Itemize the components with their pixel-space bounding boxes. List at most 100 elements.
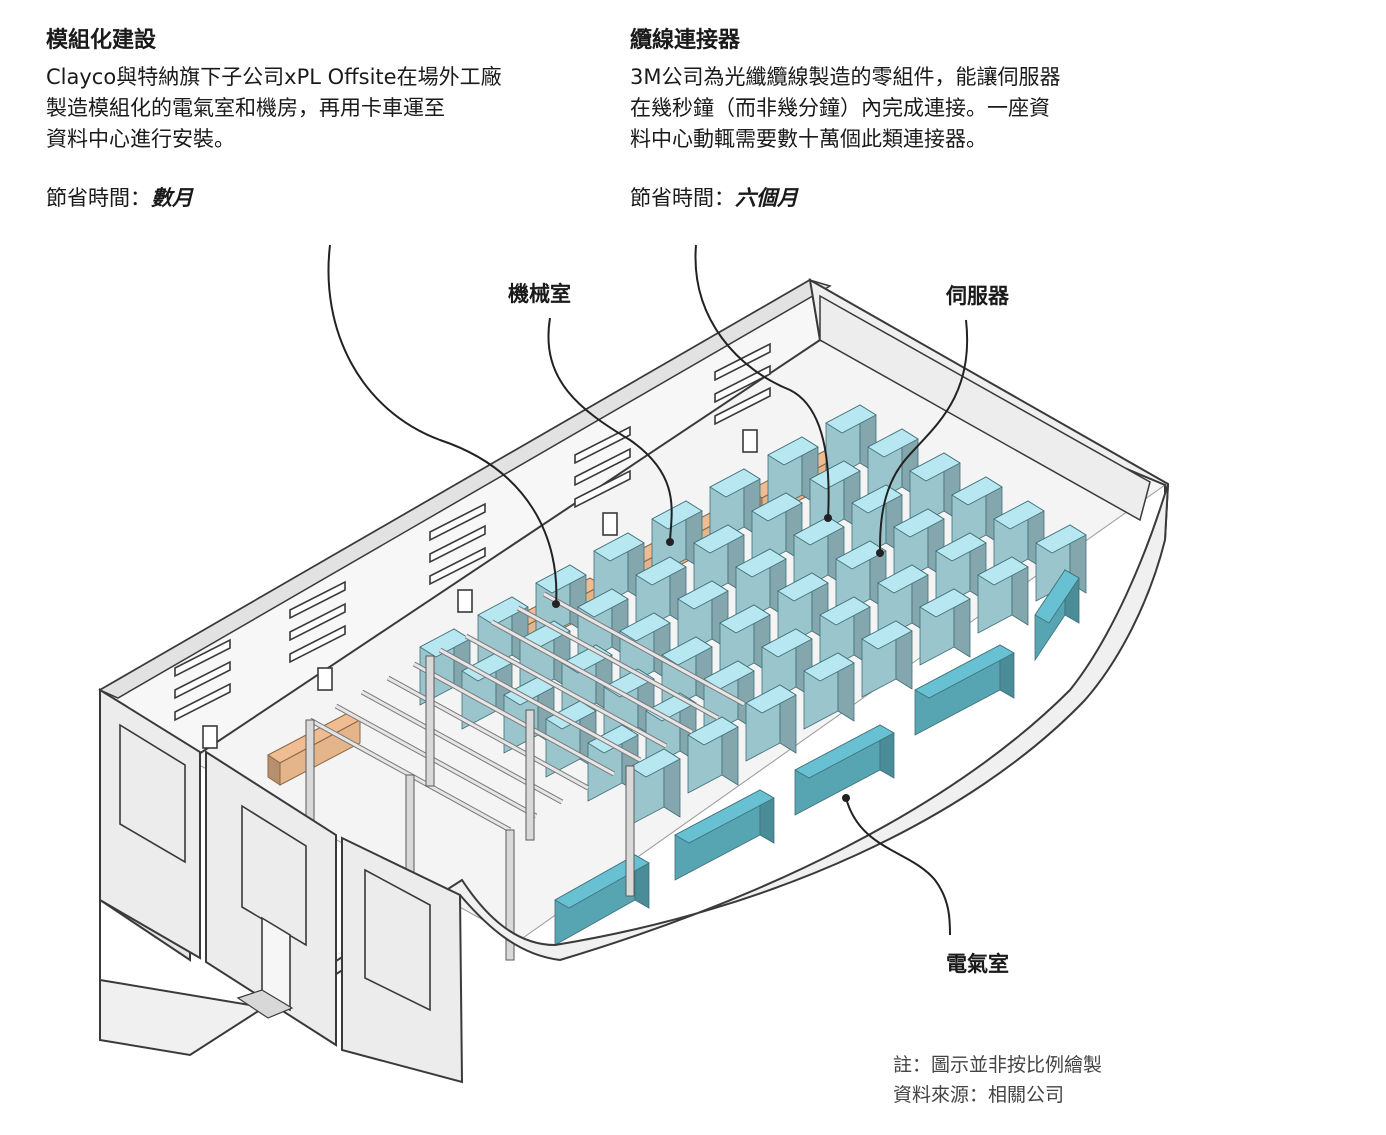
server-rack-r6-c2	[687, 716, 739, 794]
tray-bar-9-face	[517, 606, 719, 720]
server-rack-r2-c3-top	[577, 588, 629, 618]
vent-2-opening	[317, 667, 333, 691]
modular-construction-line-3: 資料中心進行安裝。	[46, 127, 235, 151]
vent-5-opening	[742, 429, 758, 453]
modular-construction-line-2: 製造模組化的電氣室和機房，再用卡車運至	[46, 96, 445, 120]
frame-post-4	[425, 655, 435, 787]
vent-4-slat-3	[574, 469, 631, 509]
electrical-room-4	[914, 644, 1015, 736]
server-rack-r1-c3-top	[535, 564, 587, 594]
cable-connector-line-1: 3M公司為光纖纜線製造的零組件，能讓伺服器	[630, 65, 1061, 89]
server-rack-r2-c8-top	[867, 428, 919, 458]
server-rack-r4-c1-top	[545, 700, 597, 730]
cable-tray-framework	[305, 591, 746, 961]
server-rack-r6-c8-top	[1035, 524, 1087, 554]
server-rack-r4-c7-top	[893, 508, 945, 538]
connector-time-saved: 節省時間：六個月	[630, 183, 798, 213]
vent-1-slat-2	[174, 660, 231, 700]
server-rack-r6-c5-top	[861, 620, 913, 650]
server-rack-r6-c4	[803, 652, 855, 730]
server-rack-r4-c4-top	[719, 604, 771, 634]
vent-3-slat-1	[429, 502, 486, 542]
door-step	[236, 989, 294, 1019]
vent-4-slat-2	[574, 447, 631, 487]
wall-vents	[174, 342, 771, 749]
vent-1-opening	[202, 725, 218, 749]
tray-bar-10-face	[543, 592, 745, 706]
tray-bar-6-face	[439, 648, 641, 762]
modular-time-saved-value: 數月	[151, 186, 193, 210]
tray-bar-4-face	[387, 676, 589, 790]
front-panel-1	[99, 688, 201, 960]
vent-3-opening	[457, 589, 473, 613]
vent-4-slat-1	[574, 425, 631, 465]
front-panel-2	[205, 750, 337, 1047]
dot-mechanical-2	[666, 538, 674, 546]
front-panel-3	[341, 836, 464, 1084]
vent-4-opening	[602, 512, 618, 536]
cable-connector-block: 纜線連接器 3M公司為光纖纜線製造的零組件，能讓伺服器 在幾秒鐘（而非幾分鐘）內…	[630, 26, 1190, 155]
server-rack-r5-c6-top	[877, 564, 929, 594]
electrical-room-2-top	[674, 789, 775, 844]
leader-dots	[552, 514, 884, 802]
modular-construction-line-1: Clayco與特納旗下子公司xPL Offsite在場外工廠	[46, 65, 502, 89]
electrical-room-4-top	[914, 644, 1015, 699]
server-rack-r1-c5-top	[651, 500, 703, 530]
server-rack-r4-c5-top	[777, 572, 829, 602]
dot-mechanical-1	[552, 600, 560, 608]
server-rack-r5-c4	[761, 628, 813, 706]
front-door	[261, 916, 291, 1012]
callout-servers: 伺服器	[946, 284, 1009, 308]
modular-construction-block: 模組化建設 Clayco與特納旗下子公司xPL Offsite在場外工廠 製造模…	[46, 26, 606, 155]
server-rack-r5-c7-top	[935, 532, 987, 562]
server-rack-r4-c5	[777, 572, 829, 650]
tray-bar-8-face	[491, 620, 693, 734]
modular-time-saved: 節省時間：數月	[46, 183, 193, 213]
leader-mechanical	[547, 317, 673, 541]
dot-server	[876, 549, 884, 557]
server-rack-r5-c5-top	[819, 596, 871, 626]
server-rack-r1-c6-top	[709, 468, 761, 498]
server-rack-r6-c5	[861, 620, 913, 698]
server-rack-r2-c7-top	[809, 460, 861, 490]
server-rack-r6-c4-top	[803, 652, 855, 682]
front-window-1	[119, 723, 186, 864]
server-rack-r6-c3-top	[745, 684, 797, 714]
cable-connector-line-3: 料中心動輒需要數十萬個此類連接器。	[630, 127, 987, 151]
server-rack-r1-c4-top	[593, 532, 645, 562]
modular-time-saved-label: 節省時間：	[46, 186, 151, 210]
connector-time-saved-label: 節省時間：	[630, 186, 735, 210]
back-wall-top	[98, 279, 832, 699]
callout-mechanical-room: 機械室	[508, 282, 571, 306]
server-rack-r5-c4-top	[761, 628, 813, 658]
server-rack-r5-c1-top	[587, 724, 639, 754]
frame-post-5	[525, 709, 535, 841]
leader-servers	[879, 319, 969, 554]
server-rack-r6-c1-top	[629, 748, 681, 778]
leader-modular	[327, 244, 558, 605]
server-rack-r6-c1	[629, 748, 681, 826]
front-window-2	[241, 804, 307, 947]
server-rack-r6-c6	[919, 588, 971, 666]
server-rack-r6-c7	[977, 556, 1029, 634]
electrical-room-2	[674, 789, 775, 881]
frame-post-6	[625, 765, 635, 897]
electrical-room-5	[1034, 568, 1080, 662]
scale-note: 註：圖示並非按比例繪製	[893, 1054, 1103, 1076]
server-rack-r5-c8-top	[993, 500, 1045, 530]
front-window-3	[364, 868, 431, 1012]
electrical-room-3-top	[794, 724, 895, 779]
electrical-room-5-top	[1034, 569, 1080, 624]
frame-post-3	[505, 829, 515, 961]
server-racks	[419, 404, 1087, 826]
server-rack-r2-c4-top	[635, 556, 687, 586]
server-rack-r3-c7	[851, 484, 903, 562]
connector-time-saved-value: 六個月	[735, 186, 798, 210]
server-rack-r4-c6-top	[835, 540, 887, 570]
vent-2-slat-1	[289, 580, 346, 620]
server-rack-r3-c5-top	[735, 548, 787, 578]
vent-3-slat-2	[429, 524, 486, 564]
server-rack-r2-c6-top	[751, 492, 803, 522]
tray-bar-7-face	[465, 634, 667, 748]
